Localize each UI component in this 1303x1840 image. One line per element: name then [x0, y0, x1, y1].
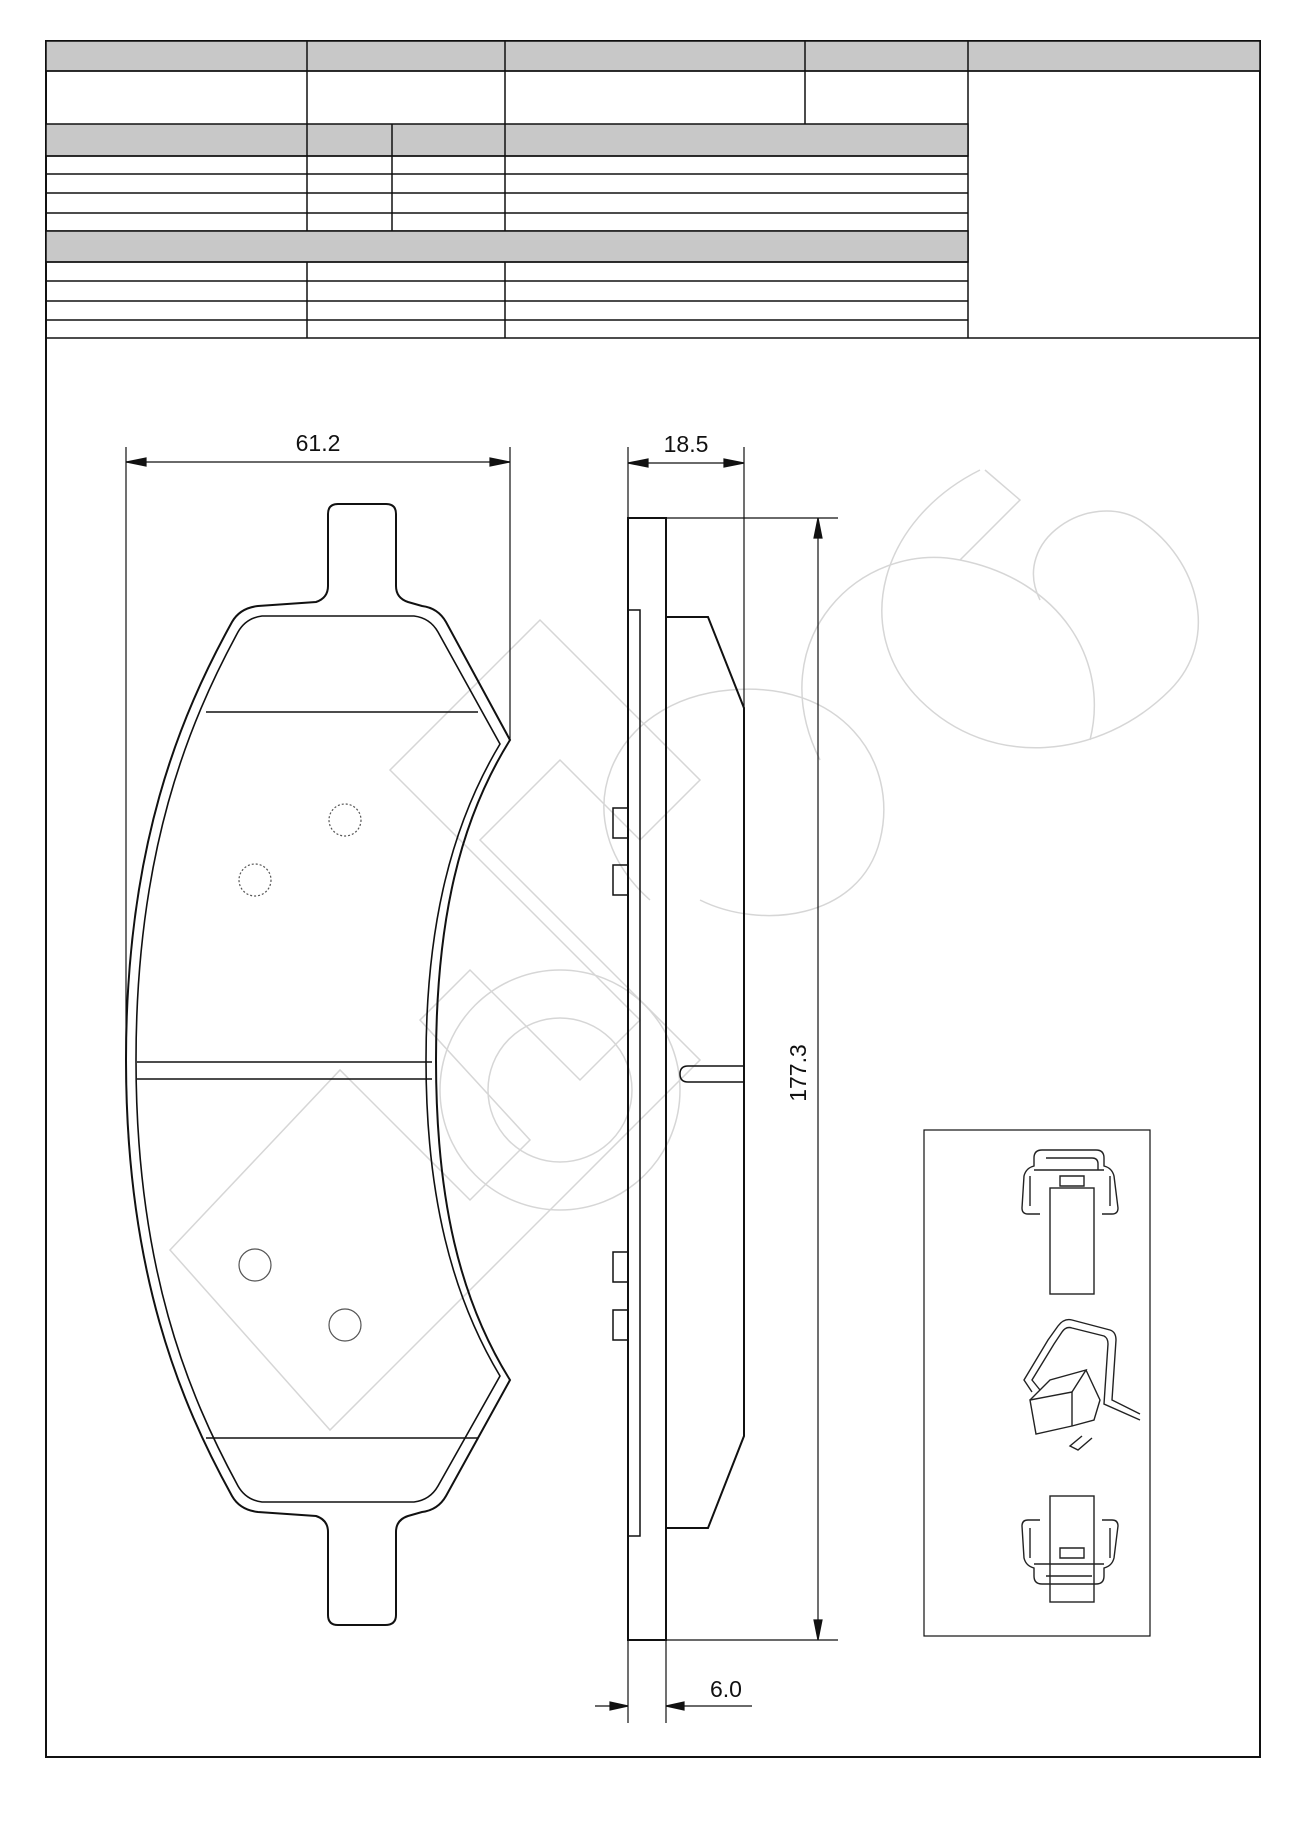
clip-top-icon	[1021, 1149, 1119, 1295]
dimension-thickness	[627, 447, 745, 708]
backing-plate-side	[627, 517, 667, 1641]
dimension-plate	[595, 1640, 752, 1723]
clip-side-icon	[1023, 1318, 1141, 1451]
sheet-border	[45, 40, 1261, 1758]
clip-tab-1	[612, 807, 629, 839]
dimension-width	[125, 447, 511, 1060]
dimension-length	[666, 517, 838, 1641]
watermark-logo	[168, 469, 1200, 1432]
dimension-plate-label: 6.0	[710, 1676, 742, 1702]
header-section-a	[45, 123, 969, 157]
hole-4	[328, 1308, 362, 1342]
shim-side	[628, 609, 641, 1537]
pad-side-view	[612, 517, 745, 1641]
dimension-length-label: 177.3	[785, 1044, 811, 1102]
clip-tab-3	[612, 1251, 629, 1283]
hole-3	[238, 1248, 272, 1282]
friction-material-outline	[135, 615, 501, 1503]
hole-1	[328, 803, 362, 837]
clip-tab-2	[612, 864, 629, 896]
center-slot-side	[679, 1065, 744, 1083]
hole-2	[238, 863, 272, 897]
pad-front-view	[124, 503, 512, 1626]
friction-side	[666, 616, 745, 1529]
header-section-b	[45, 230, 969, 263]
dimension-thickness-label: 18.5	[664, 431, 709, 457]
header-table	[45, 40, 1261, 339]
clip-tab-4	[612, 1309, 629, 1341]
header-row-top	[45, 40, 1261, 72]
pad-holes	[238, 803, 362, 1342]
accessories-box	[923, 1129, 1151, 1637]
dimension-width-label: 61.2	[296, 430, 341, 456]
clip-bottom-icon	[1021, 1495, 1119, 1603]
backing-plate-outline	[124, 503, 512, 1626]
